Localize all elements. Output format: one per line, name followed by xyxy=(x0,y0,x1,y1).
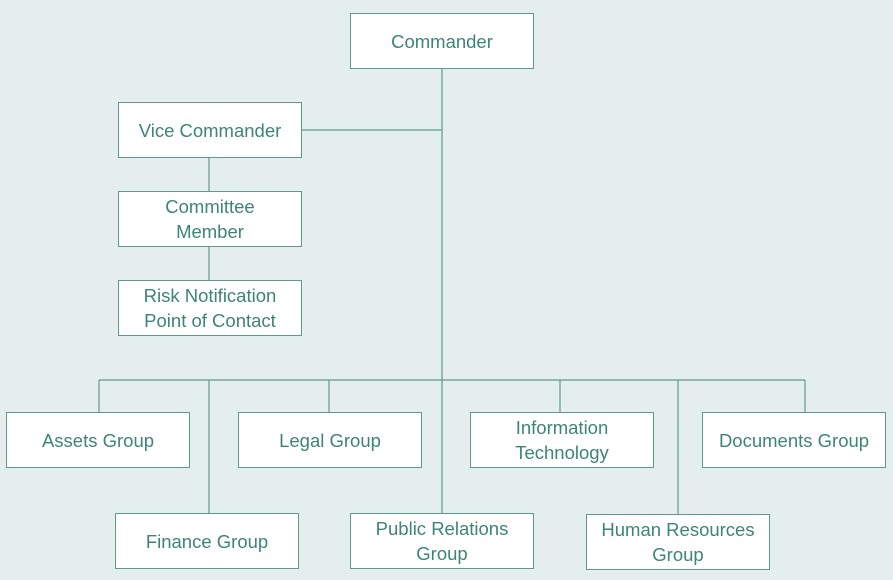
node-label: Public Relations Group xyxy=(375,518,509,564)
node-public-relations-group: Public Relations Group xyxy=(350,513,534,569)
node-label: Assets Group xyxy=(41,429,155,451)
node-vice-commander: Vice Commander xyxy=(118,102,302,158)
node-label: Commander xyxy=(391,30,493,52)
node-risk-contact: Risk Notification Point of Contact xyxy=(118,280,302,336)
node-label: Documents Group xyxy=(718,429,870,451)
node-finance-group: Finance Group xyxy=(115,513,299,569)
node-information-technology: Information Technology xyxy=(470,412,654,468)
node-label: Committee Member xyxy=(165,196,255,242)
node-label: Information Technology xyxy=(515,417,609,463)
node-label: Vice Commander xyxy=(138,119,282,141)
node-label: Human Resources Group xyxy=(601,519,755,565)
node-commander: Commander xyxy=(350,13,534,69)
node-documents-group: Documents Group xyxy=(702,412,886,468)
node-committee-member: Committee Member xyxy=(118,191,302,247)
node-human-resources-group: Human Resources Group xyxy=(586,514,770,570)
node-label: Legal Group xyxy=(279,429,381,451)
node-label: Risk Notification Point of Contact xyxy=(143,285,277,331)
node-label: Finance Group xyxy=(145,530,269,552)
node-assets-group: Assets Group xyxy=(6,412,190,468)
node-legal-group: Legal Group xyxy=(238,412,422,468)
